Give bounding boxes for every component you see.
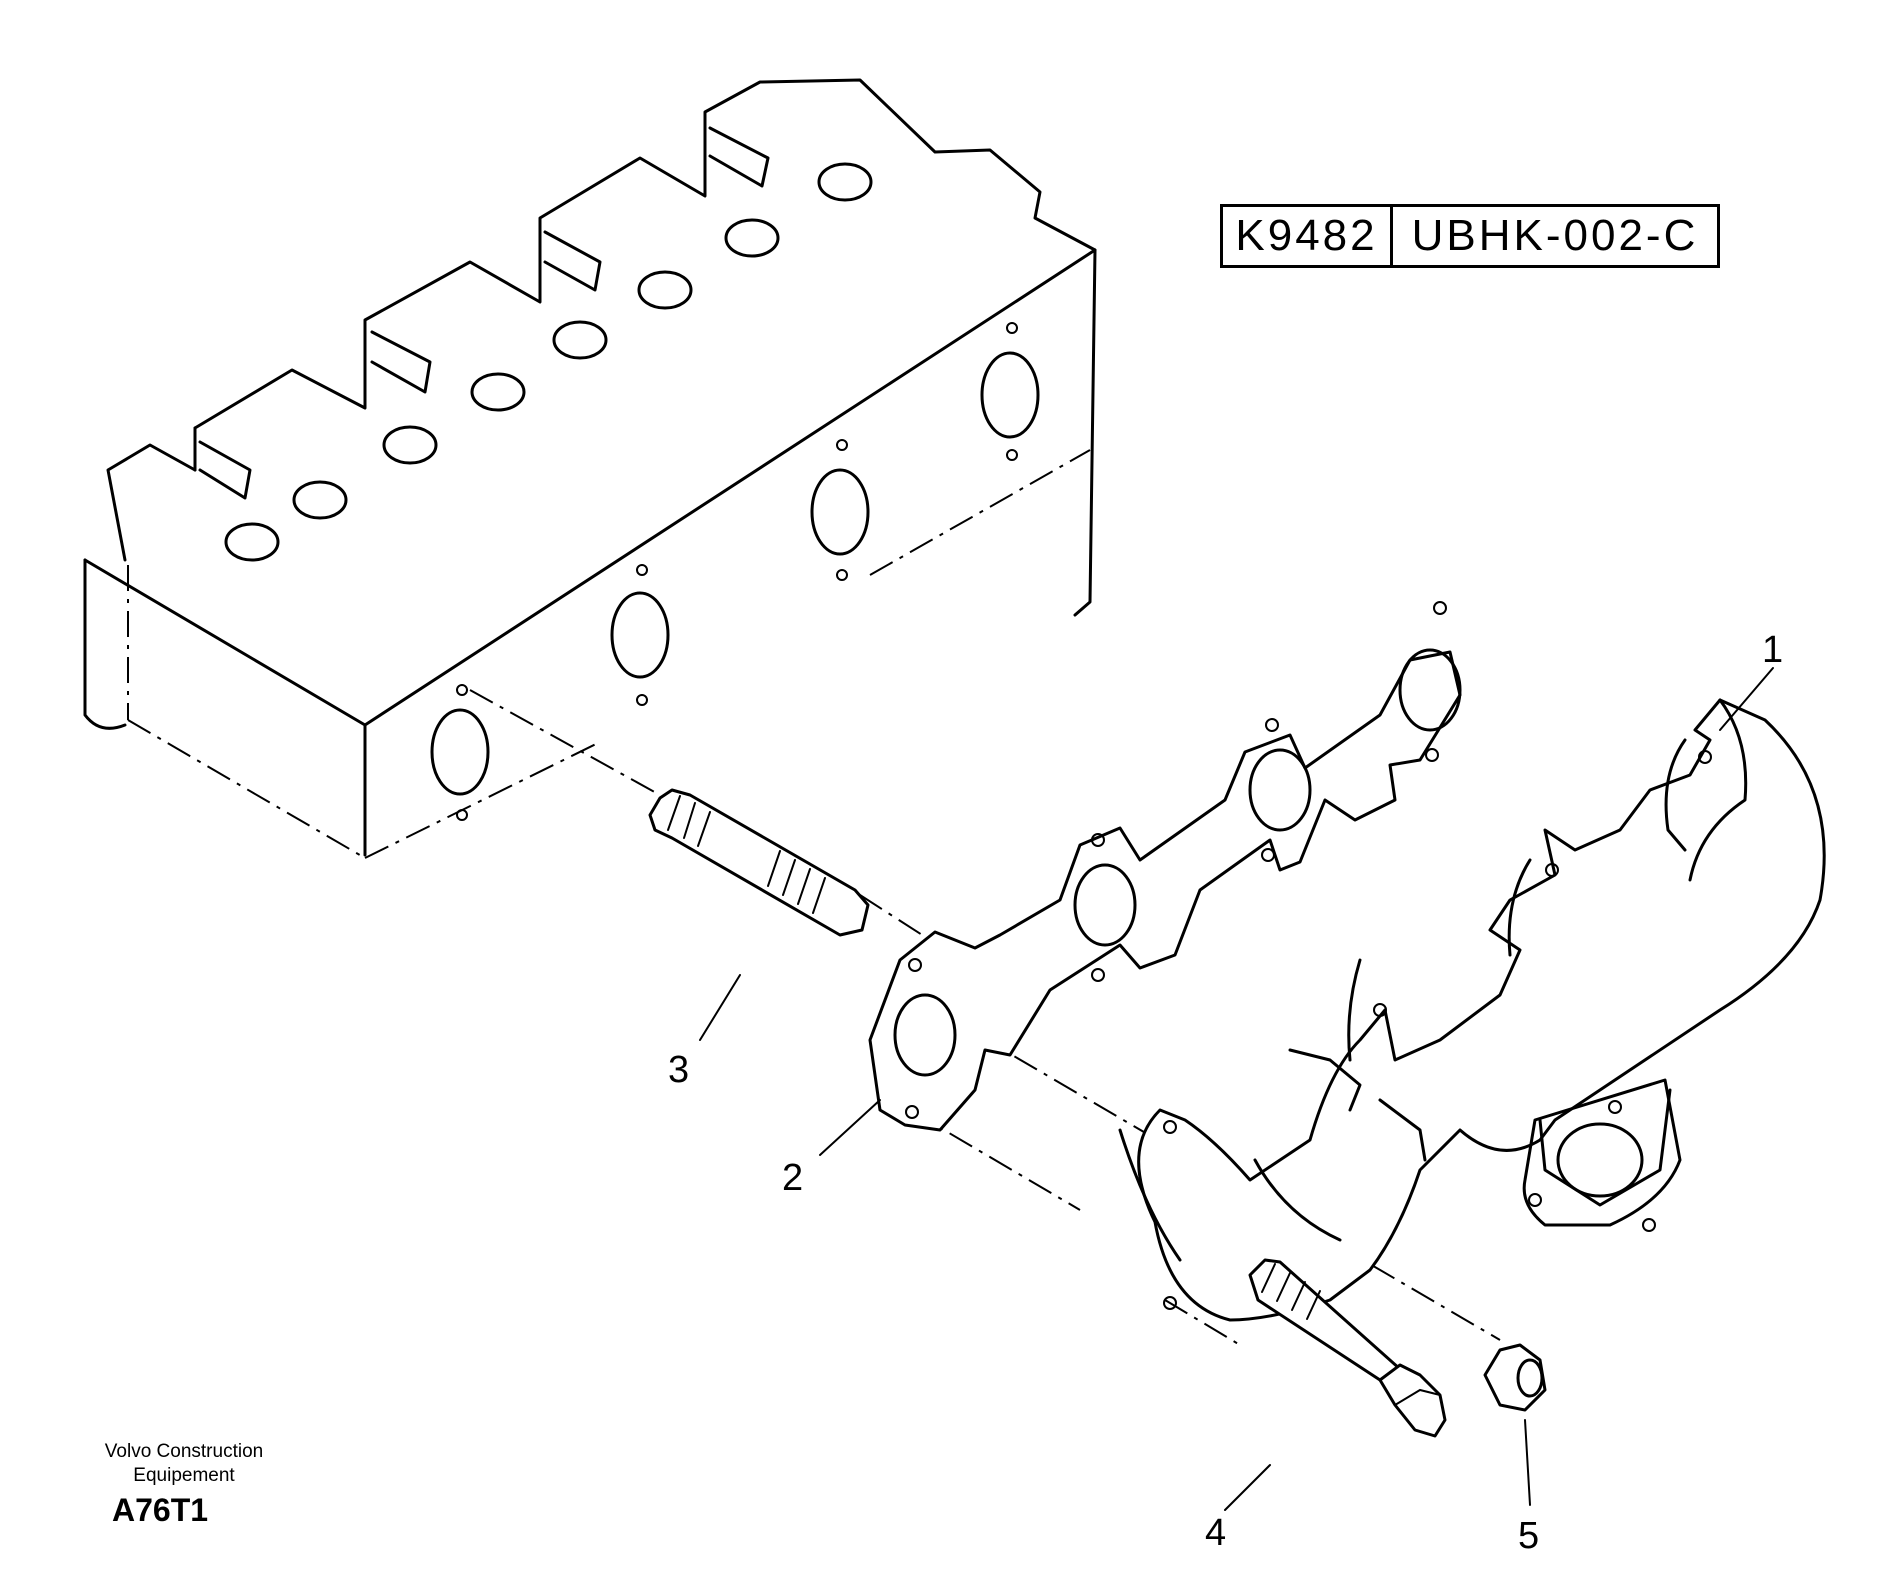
manufacturer-label: Volvo Construction Equipement xyxy=(84,1440,284,1488)
reference-code: UBHK-002-C xyxy=(1390,204,1720,268)
reference-number: K9482 xyxy=(1220,204,1390,268)
valve-port-holes xyxy=(224,162,873,562)
manufacturer-line-2: Equipement xyxy=(133,1465,235,1486)
callout-4: 4 xyxy=(1205,1512,1226,1554)
manufacturer-line-1: Volvo Construction xyxy=(104,1441,264,1462)
hex-nut xyxy=(1483,1343,1547,1412)
exhaust-manifold xyxy=(1118,698,1826,1322)
cylinder-head xyxy=(83,78,1097,859)
callout-1: 1 xyxy=(1762,629,1783,671)
callout-3: 3 xyxy=(668,1049,689,1091)
bolt xyxy=(1248,1258,1447,1438)
exhaust-gasket xyxy=(868,601,1462,1132)
exhaust-ports xyxy=(430,322,1040,821)
callout-5: 5 xyxy=(1518,1515,1539,1557)
callout-2: 2 xyxy=(782,1157,803,1199)
illustration-code: A76T1 xyxy=(112,1492,209,1528)
stud xyxy=(648,788,870,937)
leader-lines xyxy=(699,667,1774,1511)
